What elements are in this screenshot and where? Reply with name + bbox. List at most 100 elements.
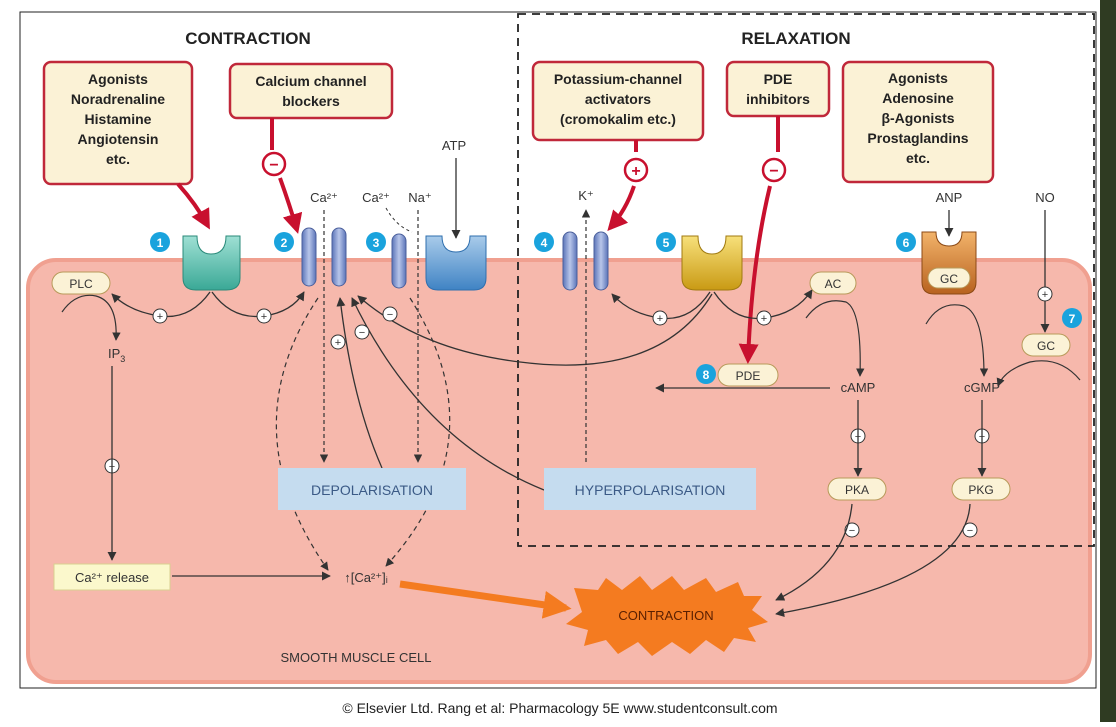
badge-3: 3 <box>366 232 386 252</box>
receptor-1-icon <box>182 235 241 291</box>
na-ion-label: Na⁺ <box>408 190 431 205</box>
hyperpolarisation-label: HYPERPOLARISATION <box>575 482 726 498</box>
pde-inhibitors-line: PDE <box>764 71 793 87</box>
depolarisation-label: DEPOLARISATION <box>311 482 433 498</box>
ip3-subscript: 3 <box>120 354 125 364</box>
receptor5-inhibits-cachannel-arc <box>357 293 713 366</box>
minus-sign-pka: − <box>844 522 860 538</box>
minus-sign-hyperpolarisation: − <box>354 324 370 340</box>
agonists-relaxation-line: etc. <box>906 150 930 166</box>
badge-4: 4 <box>534 232 554 252</box>
k-activator-plus-sign: + <box>623 157 649 183</box>
anp-label: ANP <box>936 190 963 205</box>
plc-label: PLC <box>69 277 93 291</box>
na-to-intracellular-dashed-right <box>385 297 451 567</box>
k-activators-line: activators <box>585 91 651 107</box>
plus-sign-ac: + <box>756 310 772 326</box>
ca-blocker-minus-sign: − <box>261 151 287 177</box>
agonists-relaxation-line: Agonists <box>888 70 948 86</box>
minus-text: − <box>849 525 855 537</box>
gc-soluble-to-cgmp-arc <box>996 360 1081 387</box>
relaxation-title: RELAXATION <box>741 29 850 48</box>
badge-number: 5 <box>663 236 670 250</box>
pde-inhibitors-line: inhibitors <box>746 91 810 107</box>
channel3-link-dashed <box>385 207 413 233</box>
agonists-contraction-line: etc. <box>106 151 130 167</box>
hyperpolarisation-box: HYPERPOLARISATION <box>544 468 756 510</box>
potassium-channel-b-icon <box>593 231 609 291</box>
no-label: NO <box>1035 190 1055 205</box>
intracellular-ca-label: ↑[Ca²⁺]ᵢ <box>344 570 388 585</box>
plus-text: + <box>261 311 267 323</box>
ca-ion-label-2: Ca²⁺ <box>362 190 390 205</box>
badge-number: 8 <box>703 368 710 382</box>
potassium-channel-activators-box: Potassium-channel activators (cromokalim… <box>531 60 705 142</box>
agonists-relaxation-line: Prostaglandins <box>867 130 968 146</box>
badge-7: 7 <box>1062 308 1082 328</box>
ca-blockers-line: blockers <box>282 93 340 109</box>
calcium-channel-2-icon <box>301 227 317 287</box>
minus-sign-text: − <box>269 157 278 174</box>
contraction-title: CONTRACTION <box>185 29 311 48</box>
calcium-channel-blockers-box: Calcium channel blockers <box>228 62 394 120</box>
gc-membrane-label: GC <box>940 272 958 286</box>
agonist-to-receptor-1-arrow <box>176 182 210 230</box>
gc-soluble-enzyme: GC <box>1021 333 1071 357</box>
gc-to-cgmp-arc <box>925 304 989 377</box>
plus-sign-plc: + <box>152 308 168 324</box>
ca-to-contraction-arrow <box>399 580 572 619</box>
plc-to-ip3-arc <box>61 294 121 341</box>
right-edge-strip <box>1100 0 1116 722</box>
pde-inhibitor-to-pde-arrow <box>748 116 780 360</box>
agonists-relaxation-line: Adenosine <box>882 90 954 106</box>
plus-text: + <box>1042 289 1048 301</box>
pka-inhibits-contraction-arrow <box>775 503 853 601</box>
plus-text: + <box>761 313 767 325</box>
badge-number: 6 <box>903 236 910 250</box>
plus-text: + <box>657 313 663 325</box>
receptor-5-icon <box>681 235 743 291</box>
relaxation-region <box>517 13 1095 547</box>
smooth-muscle-cell-label: SMOOTH MUSCLE CELL <box>281 650 432 665</box>
badge-number: 2 <box>281 236 288 250</box>
calcium-channel-2b-icon <box>331 227 347 287</box>
k-activators-line: Potassium-channel <box>554 71 682 87</box>
ca-blocker-to-channel-arrow <box>270 118 297 230</box>
minus-text: − <box>967 525 973 537</box>
ip3-label: IP3 <box>108 346 125 364</box>
plus-sign-depolarisation: + <box>330 334 346 350</box>
potassium-channel-icon <box>562 231 578 291</box>
pde-inhibitor-minus-sign: − <box>761 157 787 183</box>
pkg-inhibits-contraction-arrow <box>775 503 971 618</box>
badge-2: 2 <box>274 232 294 252</box>
minus-sign-receptor5: − <box>382 306 398 322</box>
plus-sign-kchannel: + <box>652 310 668 326</box>
atp-receptor-icon <box>425 235 487 291</box>
depolarisation-box: DEPOLARISATION <box>278 468 466 510</box>
atp-label: ATP <box>442 138 466 153</box>
ca-blockers-line: Calcium channel <box>255 73 366 89</box>
badge-number: 3 <box>373 236 380 250</box>
pde-label: PDE <box>736 369 761 383</box>
contraction-burst <box>566 576 768 656</box>
ip3-main: IP <box>108 346 120 361</box>
ac-label: AC <box>825 277 842 291</box>
badge-6: 6 <box>896 232 916 252</box>
ac-enzyme: AC <box>809 271 857 295</box>
ca-ion-label: Ca²⁺ <box>310 190 338 205</box>
k-ion-label: K⁺ <box>578 188 594 203</box>
calcium-channel-3-icon <box>391 233 407 289</box>
agonists-contraction-line: Angiotensin <box>78 131 159 147</box>
plus-sign-text: + <box>631 163 640 180</box>
agonists-contraction-line: Noradrenaline <box>71 91 165 107</box>
ca-release-label: Ca²⁺ release <box>75 570 149 585</box>
plus-text: + <box>157 311 163 323</box>
plus-text: + <box>335 337 341 349</box>
contraction-burst-label: CONTRACTION <box>618 608 713 623</box>
badge-8: 8 <box>696 364 716 384</box>
plc-enzyme: PLC <box>51 271 111 295</box>
agonists-contraction-box: Agonists Noradrenaline Histamine Angiote… <box>42 60 194 186</box>
ac-to-camp-arc <box>805 300 865 377</box>
